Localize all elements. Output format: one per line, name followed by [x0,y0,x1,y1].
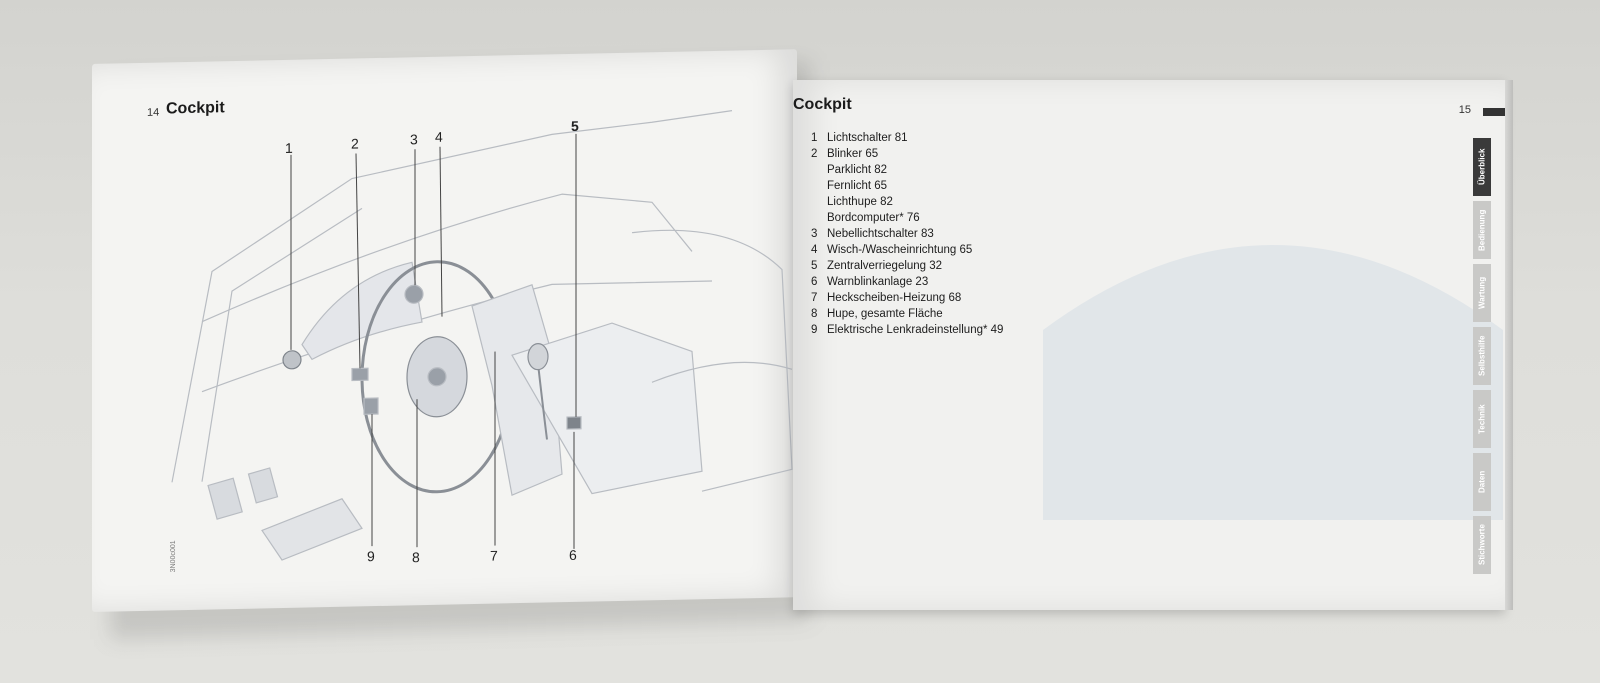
tab-ueberblick[interactable]: Überblick [1473,138,1491,196]
page-edge [1505,80,1513,610]
right-page-title: Cockpit [793,96,852,113]
callout-3: 3 [410,131,418,148]
tab-technik[interactable]: Technik [1473,390,1491,448]
section-tabs: Überblick Bedienung Wartung Selbsthilfe … [1473,138,1491,579]
callout-9: 9 [367,548,375,565]
right-page-number: 15 [1458,104,1471,116]
callout-2: 2 [351,135,359,152]
tab-selbsthilfe[interactable]: Selbsthilfe [1473,327,1491,385]
list-item: Fernlicht 65 [827,180,888,192]
list-item: Bordcomputer* 76 [827,212,920,224]
callout-5: 5 [571,117,579,134]
list-item: Parklicht 82 [827,164,888,176]
tab-stichworte[interactable]: Stichworte [1473,516,1491,574]
callout-8: 8 [412,549,420,566]
cockpit-illustration: 3N00c001 [170,110,793,572]
show-through-figure [1043,245,1503,520]
left-page: 14 Cockpit [92,49,797,612]
callout-7: 7 [490,547,498,564]
callout-4: 4 [435,128,443,145]
callout-6: 6 [569,546,577,564]
tab-bedienung[interactable]: Bedienung [1473,201,1491,259]
tab-wartung[interactable]: Wartung [1473,264,1491,322]
page-marker-bar [1483,108,1505,116]
callout-1: 1 [285,139,293,156]
figure-code: 3N00c001 [170,540,177,572]
tab-daten[interactable]: Daten [1473,453,1491,511]
list-item: Lichthupe 82 [827,196,893,208]
